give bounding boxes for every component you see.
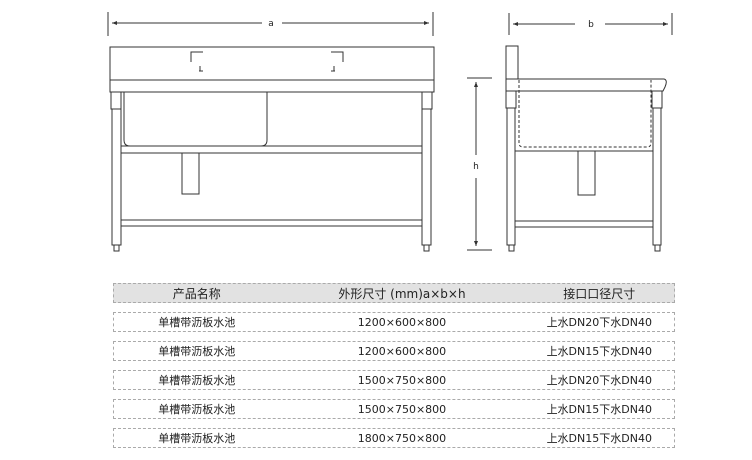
cell-name: 单槽带沥板水池 <box>158 374 236 387</box>
cell-name: 单槽带沥板水池 <box>158 345 236 358</box>
table-row: 单槽带沥板水池 1200×600×800 上水DN20下水DN40 <box>113 312 675 332</box>
table-row: 单槽带沥板水池 1500×750×800 上水DN15下水DN40 <box>113 399 675 419</box>
front-view: a <box>107 12 435 252</box>
side-leg-right <box>652 107 662 246</box>
width-dimension-a: a <box>107 12 434 36</box>
cell-name: 单槽带沥板水池 <box>158 432 236 445</box>
leg-right <box>421 108 432 246</box>
worktop-side <box>505 78 667 92</box>
cell-port: 上水DN15下水DN40 <box>546 403 652 416</box>
cell-size: 1800×750×800 <box>357 431 447 445</box>
height-dimension-h: h <box>467 77 492 251</box>
cell-port: 上水DN20下水DN40 <box>546 374 652 387</box>
dim-label-h: h <box>473 162 479 172</box>
cell-port: 上水DN20下水DN40 <box>546 316 652 329</box>
leg-collar-left <box>110 91 122 110</box>
backsplash-side <box>505 45 519 80</box>
table-header: 产品名称 外形尺寸 (mm)a×b×h 接口口径尺寸 <box>113 283 675 303</box>
table-row: 单槽带沥板水池 1200×600×800 上水DN15下水DN40 <box>113 341 675 361</box>
side-view: b h <box>467 13 673 252</box>
header-name: 产品名称 <box>172 286 221 301</box>
backsplash <box>109 46 435 93</box>
cell-size: 1500×750×800 <box>357 373 447 387</box>
cell-name: 单槽带沥板水池 <box>158 403 236 416</box>
dim-label-b: b <box>588 20 594 30</box>
cell-size: 1200×600×800 <box>357 344 447 358</box>
sink-basin <box>123 92 268 147</box>
foot-right <box>423 244 430 252</box>
dim-label-a: a <box>268 19 274 29</box>
cell-port: 上水DN15下水DN40 <box>546 432 652 445</box>
sink-basin-hidden <box>518 80 652 148</box>
cell-port: 上水DN15下水DN40 <box>546 345 652 358</box>
header-size: 外形尺寸 (mm)a×b×h <box>338 286 466 301</box>
sink-drawing: a b h <box>107 12 673 252</box>
drain-pipe <box>181 153 200 195</box>
cell-name: 单槽带沥板水池 <box>158 316 236 329</box>
faucet-hole-left <box>190 51 203 72</box>
header-port: 接口口径尺寸 <box>563 286 636 301</box>
side-leg-left <box>506 107 516 246</box>
cell-size: 1500×750×800 <box>357 402 447 416</box>
foot-left <box>113 244 120 252</box>
table-row: 单槽带沥板水池 1500×750×800 上水DN20下水DN40 <box>113 370 675 390</box>
cell-size: 1200×600×800 <box>357 315 447 329</box>
width-dimension-b: b <box>508 13 673 35</box>
leg-left <box>111 108 122 246</box>
table-row: 单槽带沥板水池 1800×750×800 上水DN15下水DN40 <box>113 428 675 448</box>
leg-collar-right <box>421 91 433 110</box>
drain-pipe-side <box>577 151 596 196</box>
faucet-hole-right <box>331 51 344 72</box>
